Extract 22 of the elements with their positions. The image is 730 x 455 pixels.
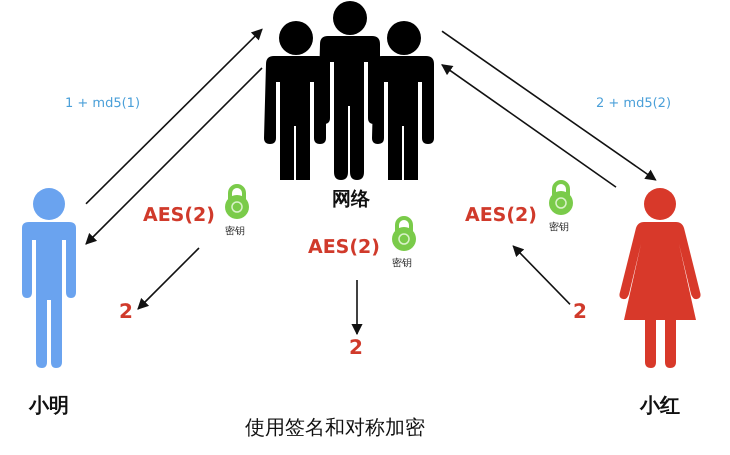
cipher-text: AES(2) <box>143 204 215 226</box>
cipher-text: AES(2) <box>465 204 537 226</box>
arrow <box>512 245 571 305</box>
key-label: 密钥 <box>549 220 569 234</box>
plaintext-value: 2 <box>119 299 133 323</box>
key-label: 密钥 <box>225 224 245 238</box>
person-name: 小红 <box>640 392 680 419</box>
arrow <box>442 30 657 181</box>
arrow <box>85 67 263 245</box>
arrow <box>351 280 363 336</box>
network-label: 网络 <box>332 187 370 212</box>
cipher-text: AES(2) <box>308 236 380 258</box>
caption: 使用签名和对称加密 <box>245 414 425 441</box>
edge-label: 1 + md5(1) <box>65 96 140 111</box>
person-name: 小明 <box>29 392 69 419</box>
plaintext-value: 2 <box>573 299 587 323</box>
edge-label: 2 + md5(2) <box>596 96 672 111</box>
plaintext-value: 2 <box>349 335 363 359</box>
arrow <box>441 64 616 188</box>
key-label: 密钥 <box>392 256 412 270</box>
arrow <box>137 247 200 310</box>
arrow <box>85 28 263 204</box>
